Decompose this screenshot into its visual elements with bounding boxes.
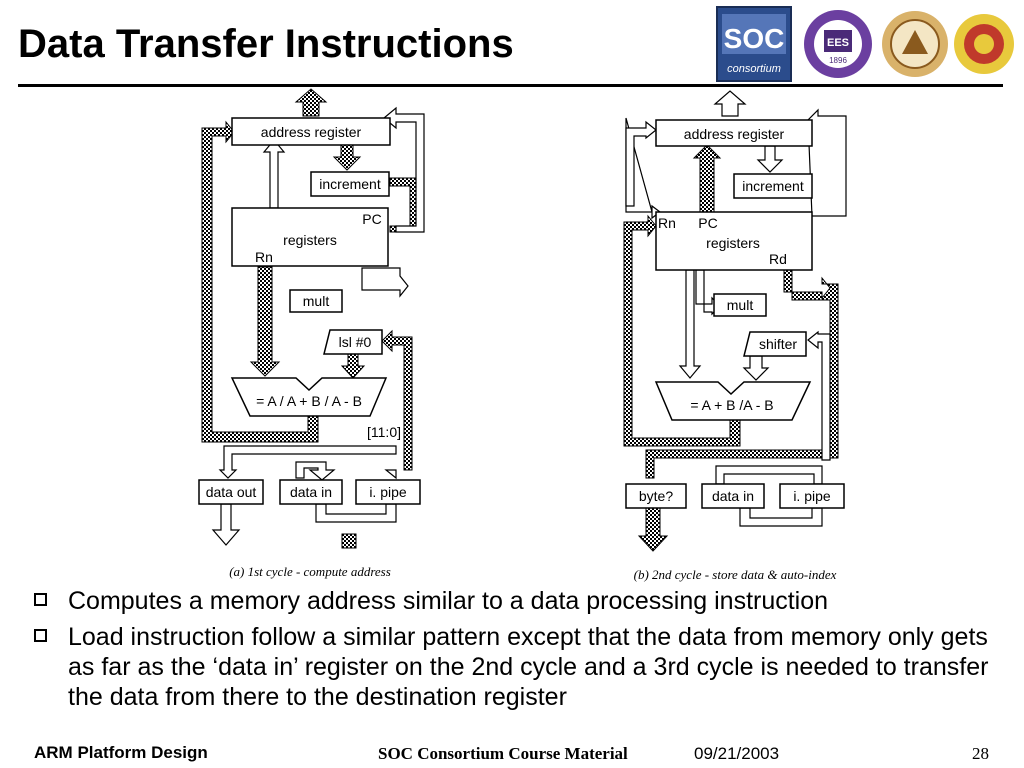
datapath-diagrams: address register increment PC registers …: [198, 88, 847, 582]
bullet-item: Load instruction follow a similar patter…: [34, 622, 1004, 712]
b-shifter-label: shifter: [759, 336, 797, 352]
b-ipipe-box: [779, 483, 845, 509]
a-mult-box: [289, 289, 343, 313]
diagram-b: address register increment Rn PC registe…: [623, 90, 847, 582]
page-number: 28: [972, 744, 989, 763]
a-mult-label: mult: [303, 293, 330, 309]
diagram-a: address register increment PC registers …: [198, 88, 425, 579]
a-lsl-shifter: [323, 329, 383, 355]
bullet-list: Computes a memory address similar to a d…: [34, 586, 1004, 718]
b-mult-label: mult: [727, 297, 754, 313]
b-hatched-rn-to-address: [692, 144, 722, 213]
b-ipipe-label: i. pipe: [793, 488, 831, 504]
a-increment-label: increment: [319, 176, 381, 192]
soc-logo-subtext: consortium: [727, 63, 781, 75]
b-rd-label: Rd: [769, 251, 787, 267]
b-alu-label: = A + B /A - B: [690, 397, 773, 413]
a-hatched-pipe-feed: [341, 533, 357, 549]
ees-logo-year: 1896: [829, 56, 847, 65]
a-hatched-left-bus: [201, 120, 319, 443]
university-seal-logo: [882, 11, 948, 77]
a-registers-box: [231, 207, 389, 267]
bullet-item: Computes a memory address similar to a d…: [34, 586, 1004, 616]
b-address-register: [655, 119, 813, 147]
ees-seal-logo: EES 1896: [804, 10, 872, 78]
a-hatched-address-out: [294, 88, 328, 117]
a-lsl-label: lsl #0: [339, 334, 372, 350]
a-alu: [230, 377, 388, 417]
b-hatched-rd-bus: [645, 269, 839, 479]
title-divider: [18, 84, 1003, 87]
slide-title: Data Transfer Instructions: [18, 22, 514, 66]
b-white-paths: [625, 90, 847, 527]
a-caption: (a) 1st cycle - compute address: [229, 564, 391, 579]
b-hatched-byte-out: [637, 507, 669, 552]
a-address-register: [231, 117, 391, 146]
a-bits-label: [11:0]: [367, 424, 401, 440]
b-data-in-label: data in: [712, 488, 754, 504]
footer-material: SOC Consortium Course Material: [378, 744, 628, 763]
checkbox-bullet-icon: [34, 593, 47, 606]
bullet-text: Load instruction follow a similar patter…: [68, 623, 989, 711]
a-rn-label: Rn: [255, 249, 273, 265]
b-alu: [654, 381, 812, 421]
b-address-register-label: address register: [684, 126, 785, 142]
a-pc-label: PC: [362, 211, 381, 227]
b-mult-box: [713, 293, 767, 317]
a-alu-label: = A / A + B / A - B: [256, 393, 362, 409]
a-ipipe-box: [355, 479, 421, 505]
b-increment-label: increment: [742, 178, 804, 194]
b-registers-box: [655, 211, 813, 271]
a-hatched-increment-pc: [389, 177, 419, 233]
soc-logo-text: SOC: [724, 23, 785, 54]
b-pc-label: PC: [698, 215, 717, 231]
a-hatched-ipipe-bus: [381, 329, 413, 471]
a-data-in-label: data in: [290, 484, 332, 500]
a-hatched-lsl-to-alu: [340, 353, 366, 379]
a-increment-box: [310, 171, 390, 197]
logo-strip: SOC consortium EES 1896: [716, 6, 1016, 86]
checkbox-bullet-icon: [34, 629, 47, 642]
a-data-in-box: [279, 479, 343, 505]
a-data-out-label: data out: [206, 484, 257, 500]
a-ipipe-label: i. pipe: [369, 484, 407, 500]
a-hatched-to-increment: [332, 144, 362, 171]
b-data-in-box: [701, 483, 765, 509]
b-shifter: [743, 331, 807, 357]
a-hatched-rn-to-alu: [249, 266, 281, 377]
a-address-register-label: address register: [261, 124, 362, 140]
soc-consortium-logo: SOC consortium: [716, 6, 792, 82]
b-increment-box: [733, 173, 813, 199]
b-registers-label: registers: [706, 235, 760, 251]
footer-course-name: ARM Platform Design: [34, 743, 208, 762]
footer-date: 09/21/2003: [694, 744, 780, 763]
b-caption: (b) 2nd cycle - store data & auto-index: [634, 567, 837, 582]
bullet-text: Computes a memory address similar to a d…: [68, 587, 829, 615]
a-data-out-box: [198, 479, 264, 505]
a-registers-label: registers: [283, 232, 337, 248]
b-byte-box: [625, 483, 687, 509]
ees-logo-text: EES: [827, 37, 849, 49]
b-rn-label: Rn: [658, 215, 676, 231]
b-byte-label: byte?: [639, 488, 673, 504]
institute-seal-logo: [954, 14, 1014, 74]
